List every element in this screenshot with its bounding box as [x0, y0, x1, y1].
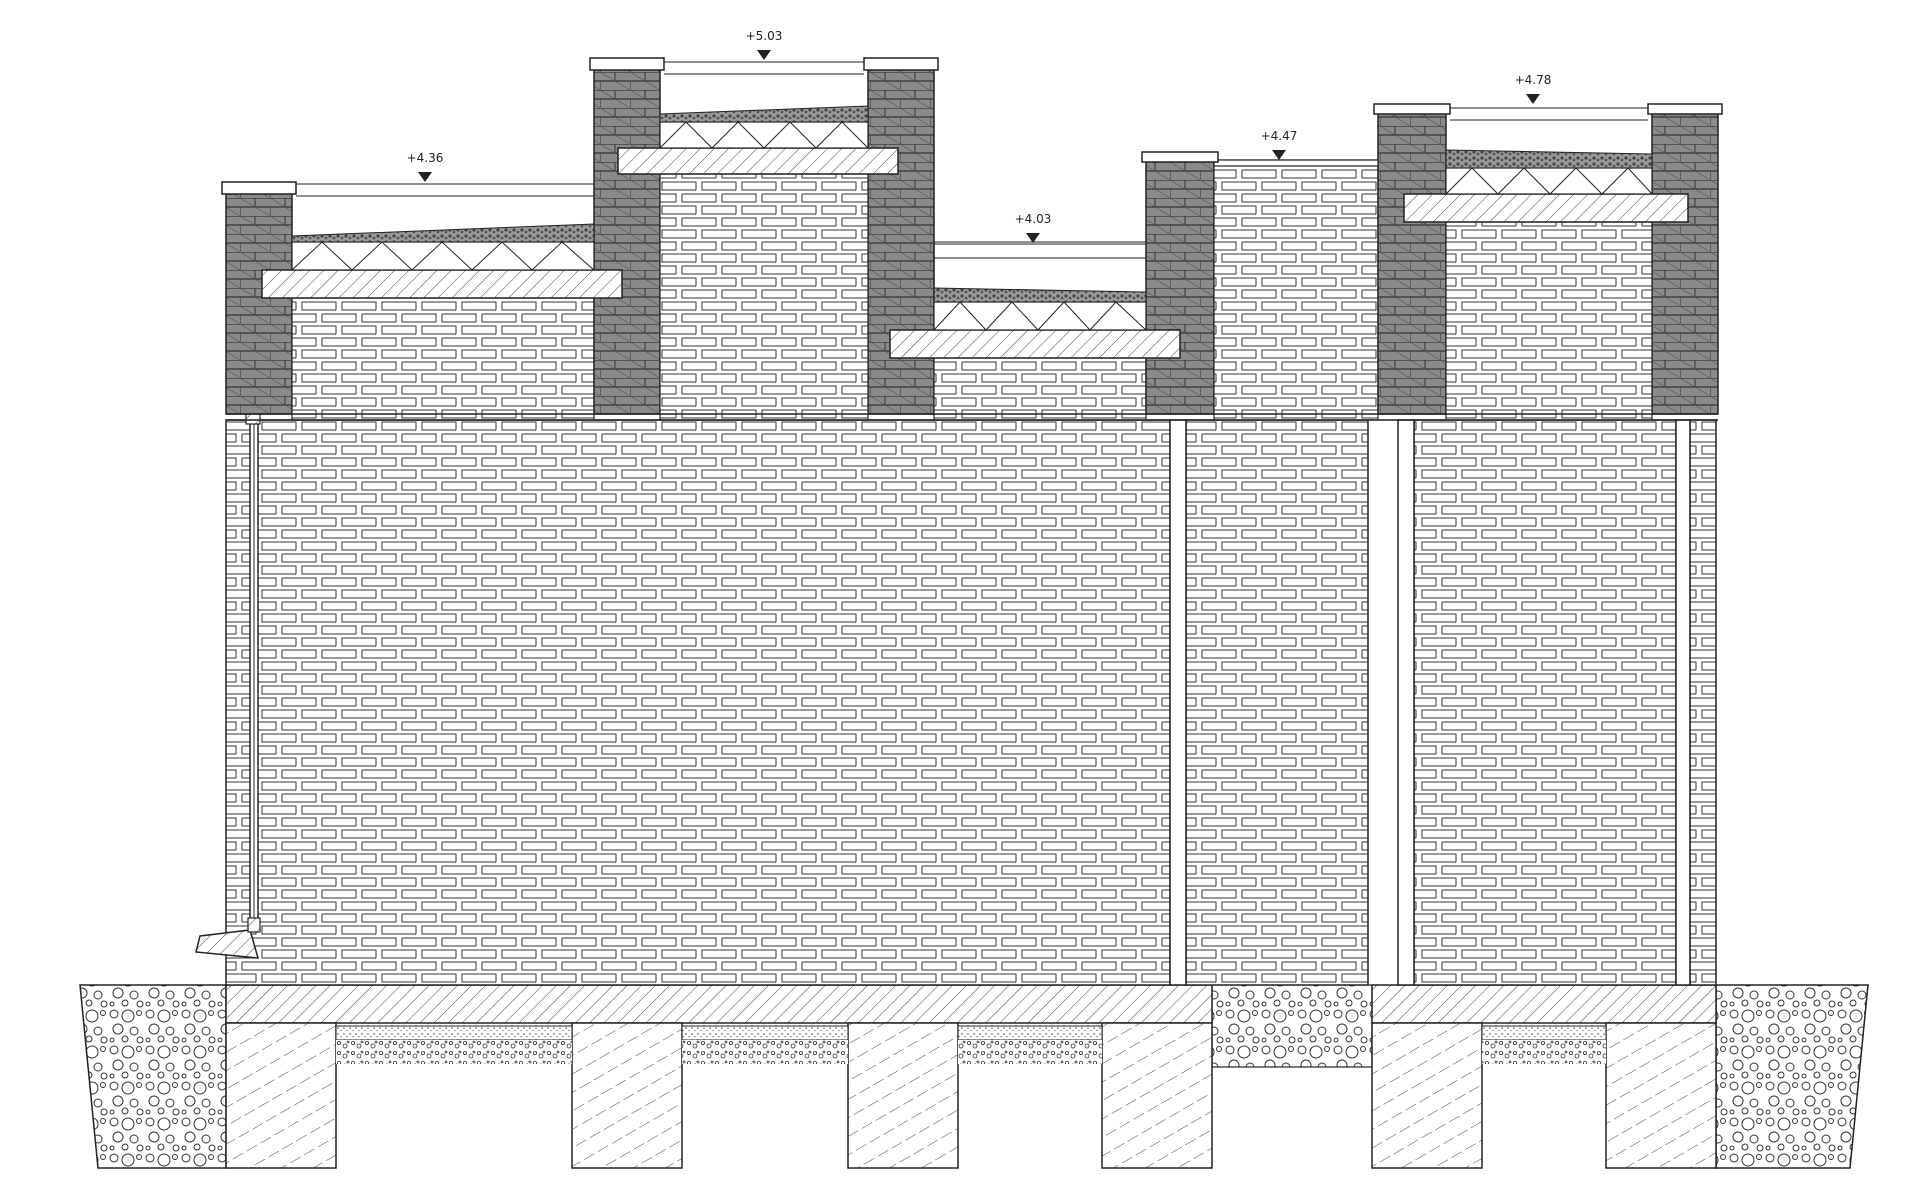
- roof-slab: [1403, 193, 1689, 223]
- level-marker: +4.36: [407, 151, 444, 182]
- main-walls: [195, 411, 1717, 986]
- level-triangle-icon: [1026, 233, 1040, 243]
- level-label: +4.36: [407, 151, 444, 165]
- roof-coping: [1213, 159, 1379, 167]
- gravel-fill-middle: [1211, 984, 1373, 1068]
- ground-beam: [225, 984, 1213, 1024]
- level-marker: +4.47: [1261, 129, 1298, 160]
- gravel-fill-left: [79, 984, 227, 1169]
- green-roof-layer: [291, 223, 595, 243]
- level-triangle-icon: [757, 50, 771, 60]
- brick-wall: [1689, 419, 1717, 986]
- level-marker: +4.03: [1015, 212, 1052, 243]
- level-triangle-icon: [418, 172, 432, 182]
- level-label: +4.78: [1515, 73, 1552, 87]
- parapet-dark-brick: [1377, 111, 1447, 415]
- parapet-dark-brick: [1145, 159, 1215, 415]
- level-label: +4.03: [1015, 212, 1052, 226]
- insulation-layer: [1445, 167, 1653, 195]
- footing: [1101, 1022, 1213, 1169]
- downpipe: [195, 411, 261, 959]
- upper-brick-infill: [933, 357, 1147, 421]
- insulation-layer: [659, 121, 869, 149]
- foundation: [79, 984, 1869, 1169]
- roof-slab: [261, 269, 623, 299]
- parapet-dark-brick: [1651, 111, 1719, 415]
- level-triangle-icon: [1526, 94, 1540, 104]
- green-roof-layer: [1445, 149, 1653, 169]
- brick-wall: [225, 419, 1171, 986]
- level-label: +4.47: [1261, 129, 1298, 143]
- upper-brick-infill: [291, 297, 595, 421]
- floor-line: [226, 413, 1718, 421]
- parapet-dark-brick: [225, 191, 293, 415]
- insulation-zigzag: [1445, 167, 1653, 195]
- level-marker: +4.78: [1515, 73, 1552, 104]
- parapet-dark-brick: [867, 67, 935, 415]
- downpipe-shoe: [195, 929, 260, 959]
- upper-brick-infill: [1445, 221, 1653, 421]
- parapet-dark-brick: [593, 67, 661, 415]
- insulation-zigzag: [933, 301, 1147, 331]
- roof-slab: [617, 147, 899, 175]
- level-guide-lines: [296, 61, 1648, 245]
- insulation-layer: [933, 301, 1147, 331]
- brick-wall: [1413, 419, 1677, 986]
- expansion-joints: [1169, 419, 1691, 986]
- insulation-zigzag: [659, 121, 869, 149]
- parapet-copings: [221, 57, 1723, 195]
- upper-brick-infill: [1213, 159, 1379, 421]
- footing: [1605, 1022, 1717, 1169]
- roof-slab: [889, 329, 1181, 359]
- green-roof-layer: [933, 287, 1147, 303]
- level-marker: +5.03: [746, 29, 783, 60]
- brick-wall: [1185, 419, 1369, 986]
- level-label: +5.03: [746, 29, 783, 43]
- ground-beam-right: [1371, 984, 1717, 1024]
- upper-brick-infill: [659, 173, 869, 421]
- gravel-fill-right: [1715, 984, 1869, 1169]
- level-triangle-icon: [1272, 150, 1286, 160]
- footing: [571, 1022, 683, 1169]
- footing: [225, 1022, 337, 1169]
- sub-base-layers: [335, 1025, 1607, 1064]
- footing: [847, 1022, 959, 1169]
- green-roof-layer: [659, 105, 869, 123]
- roof-slabs: [261, 105, 1689, 359]
- footing: [1371, 1022, 1483, 1169]
